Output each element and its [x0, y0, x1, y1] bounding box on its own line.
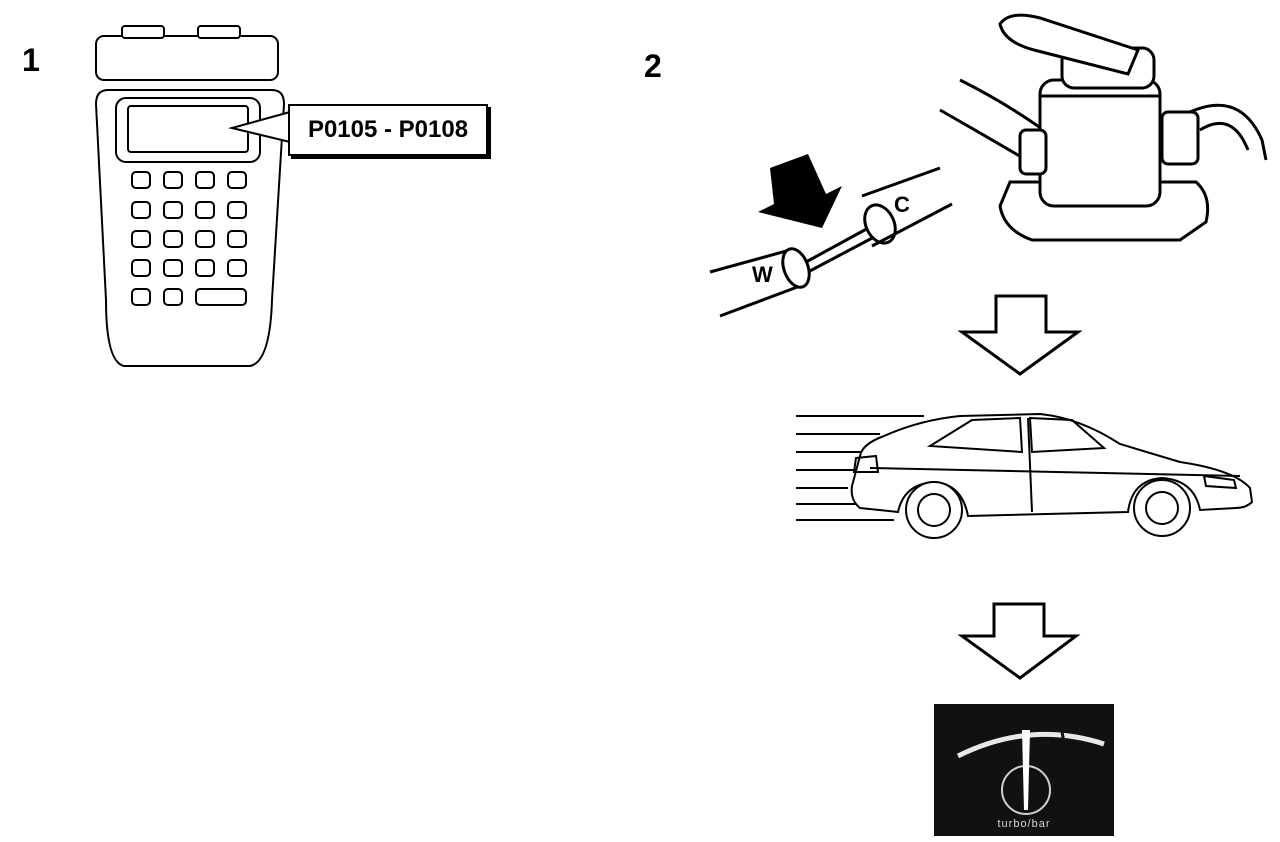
pressure-sensor-illustration: [939, 13, 1268, 242]
connector-wires-illustration: [709, 166, 953, 318]
step-2-number: 2: [644, 48, 662, 84]
car-illustration: [796, 412, 1254, 539]
flow-arrow-1: [957, 294, 1083, 376]
gauge-needle: [1022, 730, 1030, 810]
boost-gauge-illustration: [934, 704, 1114, 836]
wire-label-w: W: [752, 262, 773, 287]
step-1-number: 1: [22, 42, 40, 78]
flow-arrow-2: [957, 602, 1081, 680]
insert-arrow: [758, 154, 842, 228]
wire-label-c: C: [894, 192, 910, 217]
scan-tool-keypad: [131, 171, 247, 306]
scan-tool-connector-head: [95, 35, 279, 81]
gauge-caption: turbo/bar: [997, 818, 1051, 830]
scan-tool-illustration: [94, 25, 291, 367]
fault-code-callout: P0105 - P0108: [288, 104, 488, 156]
